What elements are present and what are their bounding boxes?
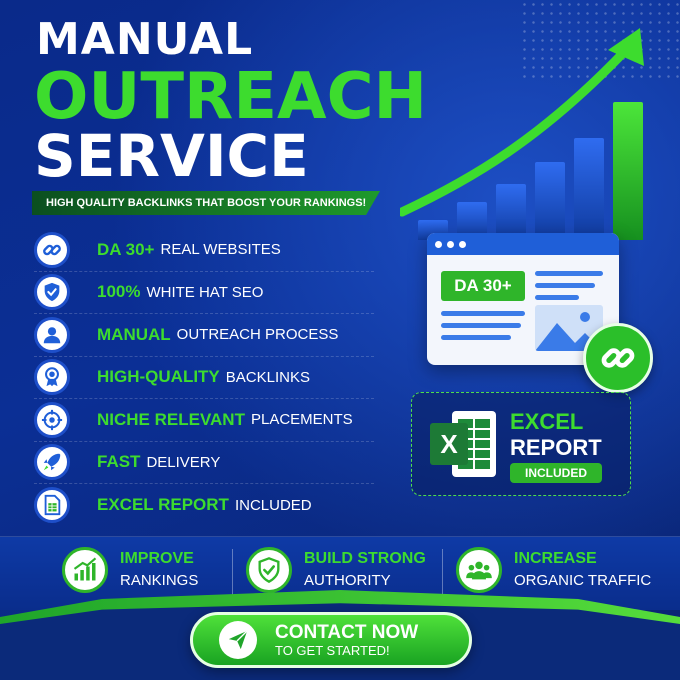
feature-item: NICHE RELEVANT PLACEMENTS <box>34 399 374 442</box>
excel-label: EXCEL <box>510 409 584 434</box>
benefit-subtitle: RANKINGS <box>120 572 199 589</box>
feature-text: DELIVERY <box>146 453 221 471</box>
text-line <box>441 335 511 340</box>
contact-now-button[interactable]: CONTACT NOW TO GET STARTED! <box>190 612 472 668</box>
feature-highlight: 100% <box>97 282 141 302</box>
divider <box>232 549 233 599</box>
window-dot <box>435 240 442 248</box>
chart-bar <box>574 138 604 240</box>
feature-highlight: EXCEL REPORT <box>97 495 229 515</box>
feature-text: PLACEMENTS <box>250 411 353 429</box>
benefit-item: BUILD STRONG AUTHORITY <box>246 547 426 593</box>
shield-check-icon <box>246 547 292 593</box>
shield-check-icon <box>34 274 70 311</box>
title-line-3: SERVICE <box>34 122 309 190</box>
browser-titlebar <box>427 233 619 255</box>
cta-title: CONTACT NOW <box>275 622 419 643</box>
benefit-subtitle: AUTHORITY <box>304 572 391 589</box>
growth-chart-graphic <box>400 20 670 240</box>
da-badge: DA 30+ <box>441 271 525 301</box>
excel-report-card: X EXCEL REPORT INCLUDED <box>411 392 631 496</box>
chart-bar <box>613 102 643 240</box>
tagline-banner: HIGH QUALITY BACKLINKS THAT BOOST YOUR R… <box>32 191 380 215</box>
tagline-text: HIGH QUALITY BACKLINKS THAT BOOST YOUR R… <box>46 197 367 209</box>
paper-plane-icon <box>219 621 257 659</box>
title-line-1: MANUAL <box>36 14 254 65</box>
divider <box>442 549 443 599</box>
growth-arrow-icon <box>400 28 644 217</box>
benefits-strip: IMPROVE RANKINGS BUILD STRONG AUTHORITY … <box>0 536 680 610</box>
cta-subtitle: TO GET STARTED! <box>275 643 390 658</box>
text-line <box>535 271 603 276</box>
rocket-icon <box>34 444 70 481</box>
benefit-title: BUILD STRONG <box>304 550 426 567</box>
feature-text: INCLUDED <box>234 496 312 514</box>
feature-list: DA 30+ REAL WEBSITES 100% WHITE HAT SEO … <box>34 229 374 527</box>
text-line <box>535 295 579 300</box>
benefit-item: INCREASE ORGANIC TRAFFIC <box>456 547 651 593</box>
feature-highlight: MANUAL <box>97 324 171 344</box>
feature-text: OUTREACH PROCESS <box>176 326 339 344</box>
benefit-subtitle: ORGANIC TRAFFIC <box>514 572 652 589</box>
feature-item: 100% WHITE HAT SEO <box>34 272 374 314</box>
feature-text: BACKLINKS <box>225 368 310 386</box>
text-line <box>535 283 595 288</box>
chart-bar <box>496 184 526 240</box>
benefit-title: IMPROVE <box>120 550 194 567</box>
benefit-title: INCREASE <box>514 550 597 567</box>
window-dot <box>447 240 454 248</box>
user-icon <box>34 316 70 353</box>
svg-text:X: X <box>440 429 458 459</box>
feature-highlight: NICHE RELEVANT <box>97 409 245 429</box>
text-line <box>441 323 521 328</box>
benefit-item: IMPROVE RANKINGS <box>62 547 198 593</box>
text-line <box>441 311 525 316</box>
feature-item: MANUAL OUTREACH PROCESS <box>34 314 374 357</box>
feature-item: DA 30+ REAL WEBSITES <box>34 229 374 272</box>
award-badge-icon <box>34 359 70 396</box>
feature-highlight: DA 30+ <box>97 239 155 259</box>
title-line-2: OUTREACH <box>34 60 428 134</box>
report-label: REPORT <box>510 435 602 460</box>
link-badge-icon <box>583 323 653 393</box>
feature-item: HIGH-QUALITY BACKLINKS <box>34 357 374 399</box>
chain-link-icon <box>34 231 70 268</box>
feature-item: FAST DELIVERY <box>34 442 374 484</box>
feature-text: REAL WEBSITES <box>160 241 281 259</box>
dot-pattern <box>520 0 680 80</box>
included-pill: INCLUDED <box>510 463 602 483</box>
excel-icon: X <box>430 411 496 477</box>
window-dot <box>459 240 466 248</box>
users-icon <box>456 547 502 593</box>
target-icon <box>34 401 70 438</box>
bar-chart-icon <box>62 547 108 593</box>
feature-text: WHITE HAT SEO <box>146 283 264 301</box>
feature-highlight: FAST <box>97 452 141 472</box>
chart-bar <box>535 162 565 240</box>
feature-highlight: HIGH-QUALITY <box>97 367 220 387</box>
spreadsheet-icon <box>34 487 70 524</box>
feature-item: EXCEL REPORT INCLUDED <box>34 484 374 527</box>
